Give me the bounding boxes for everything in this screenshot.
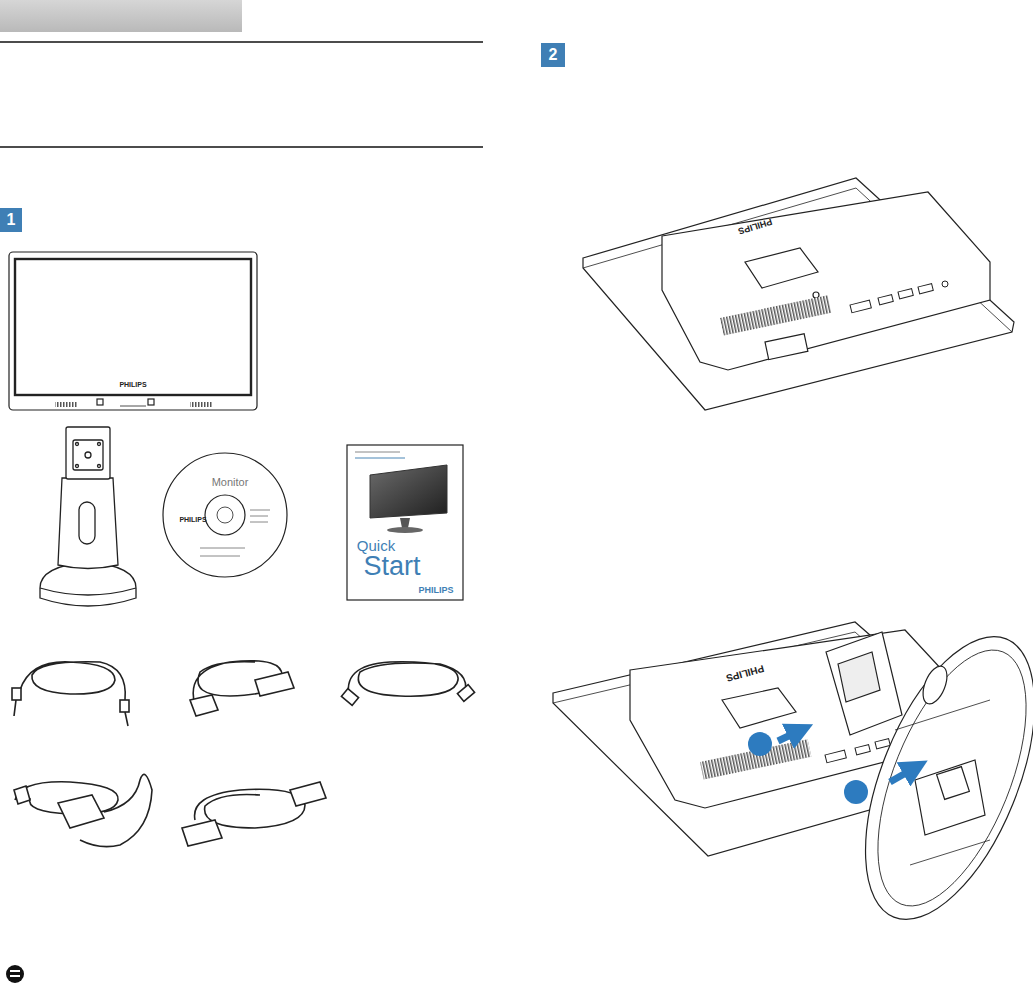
cables xyxy=(12,661,475,726)
note-icon xyxy=(6,965,24,983)
monitor-back xyxy=(583,178,1014,410)
brand-logo: PHILIPS xyxy=(418,586,453,595)
assembly-arrows xyxy=(748,729,918,804)
header-bar xyxy=(0,0,242,32)
cd-title: Monitor xyxy=(212,477,249,488)
step-number: 2 xyxy=(549,46,558,64)
brand-logo: PHILIPS xyxy=(179,516,206,523)
brand-logo: PHILIPS xyxy=(725,663,765,683)
monitor-front xyxy=(9,252,257,410)
quick-start-guide xyxy=(347,445,463,600)
guide-title: Quick xyxy=(357,538,395,553)
guide-title: Start xyxy=(363,553,420,580)
step-number: 1 xyxy=(7,211,16,229)
stand xyxy=(40,427,136,606)
step-badge: 2 xyxy=(541,43,565,67)
cd-disc xyxy=(163,453,287,577)
step-badge: 1 xyxy=(0,208,22,232)
power-and-dvi xyxy=(14,774,326,846)
brand-logo: PHILIPS xyxy=(119,381,146,388)
monitor-back-with-stand xyxy=(553,613,1033,942)
brand-logo: PHILIPS xyxy=(737,217,773,236)
